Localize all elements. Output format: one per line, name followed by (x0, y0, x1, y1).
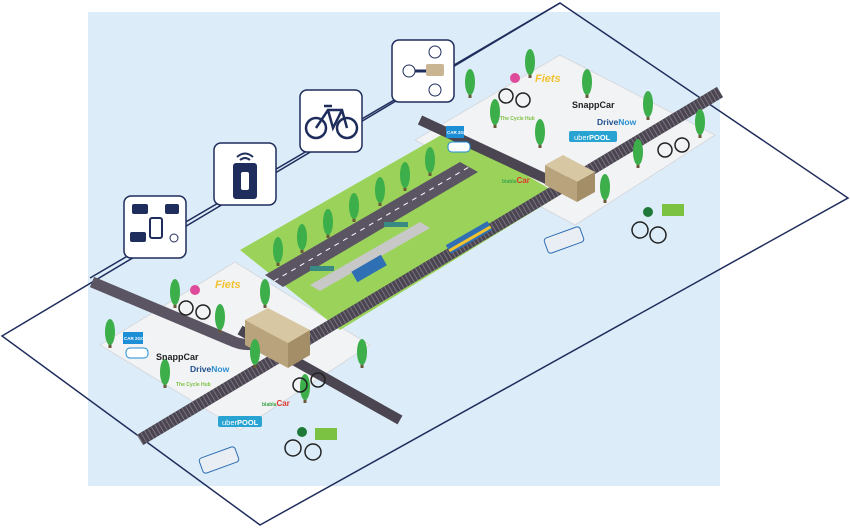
bike-sign (315, 428, 337, 440)
drivenow-label: DriveNow (190, 364, 230, 374)
bus-right (543, 226, 585, 254)
fiets-label: Fiets (215, 279, 241, 291)
shelter (384, 222, 408, 227)
cyclehub-label: The Cycle Hub (176, 382, 211, 388)
blablacar-label: blablaCar (502, 176, 530, 185)
platform (310, 222, 430, 291)
uberpool-label: uberPOOL (222, 418, 259, 427)
fiets-label: Fiets (535, 73, 561, 85)
multimodal-transport-icon[interactable] (123, 195, 187, 259)
drivenow-label: DriveNow (597, 117, 637, 127)
cyclist (178, 88, 690, 461)
cyclehub-label: The Cycle Hub (500, 116, 535, 122)
snappcar-label: SnappCar (572, 100, 615, 110)
bus (351, 254, 387, 283)
shared-car (125, 347, 149, 359)
snappcar-label: SnappCar (156, 352, 199, 362)
blablacar-label: blablaCar (262, 399, 290, 408)
left-hub-labels: Fiets SnappCar DriveNow uberPOOL CAR 2GO… (123, 279, 290, 427)
bicycle-icon[interactable] (299, 89, 363, 153)
right-hub-labels: Fiets SnappCar DriveNow uberPOOL CAR 2GO… (446, 73, 637, 185)
car2go-label: CAR 2GO (124, 336, 145, 341)
bus-bottom (198, 446, 240, 474)
bike-sign (662, 204, 684, 216)
shelter (310, 266, 334, 271)
route-planning-icon[interactable] (391, 39, 455, 103)
station-building-right (545, 155, 595, 202)
car2go-label: CAR 2GO (447, 130, 468, 135)
smart-card-icon[interactable] (213, 142, 277, 206)
station-building-left (245, 308, 310, 368)
uberpool-label: uberPOOL (574, 133, 611, 142)
shared-car (447, 141, 471, 153)
